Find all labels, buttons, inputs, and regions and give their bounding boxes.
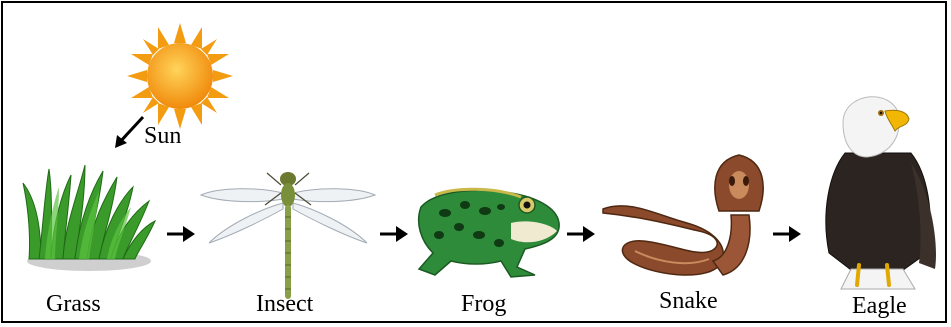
- frog-label: Frog: [461, 291, 506, 318]
- insect-icon: [199, 165, 377, 303]
- grass-to-insect-arrow: [165, 224, 197, 244]
- sun-to-grass-arrow: [111, 113, 147, 151]
- diagram-frame: Sun Grass: [1, 1, 947, 323]
- grass-icon: [19, 161, 159, 273]
- snake-to-eagle-arrow: [771, 224, 803, 244]
- frog-to-snake-arrow: [565, 224, 597, 244]
- eagle-label: Eagle: [852, 293, 907, 320]
- insect-label: Insect: [256, 291, 313, 318]
- eagle-icon: [815, 93, 941, 293]
- grass-label: Grass: [46, 291, 101, 318]
- snake-label: Snake: [659, 288, 718, 315]
- frog-icon: [415, 183, 565, 283]
- insect-to-frog-arrow: [378, 224, 410, 244]
- sun-label: Sun: [144, 123, 181, 150]
- snake-icon: [599, 151, 769, 287]
